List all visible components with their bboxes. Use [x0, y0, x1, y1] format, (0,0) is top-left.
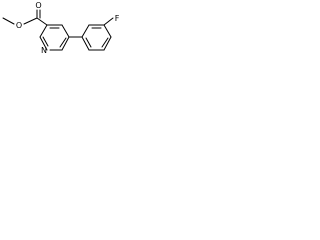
fluorine-label: F — [115, 14, 120, 23]
pyridine-bond-2 — [61, 24, 70, 38]
bond-phenyl-fluorine — [103, 17, 114, 26]
ester-oxygen-label: O — [16, 21, 22, 30]
phenyl-bond-6 — [81, 36, 90, 51]
atom-labels: O O N F — [16, 1, 120, 55]
ring-nitrogen-label: N — [41, 46, 47, 55]
pyridine-bond-5 — [39, 36, 48, 51]
phenyl-bond-1 — [81, 24, 90, 38]
pyridine-bond-3 — [61, 36, 70, 51]
chemical-structure: O O N F — [2, 1, 120, 55]
phenyl-inner-double-2 — [101, 37, 109, 48]
bond-methyl-ester-oxygen — [2, 17, 15, 25]
pyridine-inner-double-3 — [42, 36, 49, 47]
pyridine-inner-double-2 — [59, 37, 67, 48]
carbonyl-oxygen-label: O — [35, 1, 41, 10]
phenyl-inner-double-3 — [85, 37, 92, 48]
bond-carbonyl-ring — [36, 17, 48, 26]
bond-ester-oxygen-carbonyl-carbon — [23, 17, 38, 25]
phenyl-bond-4 — [103, 36, 112, 51]
phenyl-bond-3 — [103, 24, 112, 38]
pyridine-bond-6 — [39, 24, 48, 38]
bonds — [2, 9, 114, 51]
